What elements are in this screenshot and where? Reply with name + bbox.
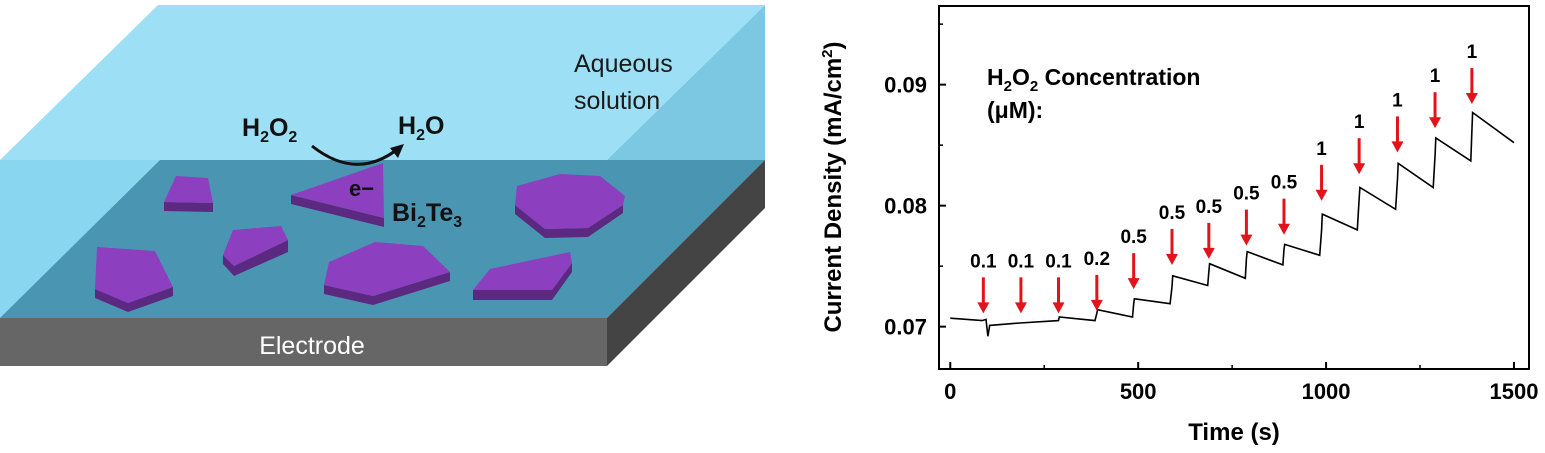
addition-arrows: 0.1 0.1 0.1 0.2 0.5 0.5 0.5 0.5 0.5 1 1 1 1 1 (970, 42, 1478, 314)
addition-arrowhead (1277, 223, 1290, 235)
addition-label: 0.1 (1008, 251, 1035, 272)
x-axis-ticks: 0 500 1000 1500 (944, 362, 1538, 404)
legend-title-line2: (μM): (987, 97, 1043, 123)
addition-marker: 0.1 (1008, 251, 1035, 314)
addition-marker: 0.5 (1271, 173, 1298, 235)
y-axis-ticks: 0.07 0.08 0.09 (884, 23, 946, 340)
addition-marker: 1 (1315, 139, 1328, 201)
flake (324, 242, 450, 305)
x-tick-label: 500 (1120, 379, 1157, 404)
y-axis-label: Current Density (mA/cm2) (819, 41, 847, 332)
material-label: Bi2Te3 (392, 199, 462, 231)
addition-label: 0.5 (1196, 197, 1223, 218)
addition-marker: 1 (1465, 42, 1478, 105)
flake (473, 252, 572, 300)
addition-label: 1 (1430, 66, 1441, 87)
x-tick-label: 1500 (1489, 379, 1538, 404)
aqueous-label-line1: Aqueous (574, 50, 673, 78)
addition-marker: 0.2 (1084, 249, 1110, 311)
solution-top-face (0, 5, 765, 160)
addition-arrowhead (1353, 163, 1366, 175)
addition-marker: 1 (1391, 90, 1404, 153)
electron-label: e− (349, 176, 374, 201)
addition-label: 1 (1467, 42, 1478, 63)
x-tick-label: 0 (944, 379, 956, 404)
addition-arrowhead (1240, 234, 1253, 246)
legend-title-line1: H2O2 Concentration (987, 64, 1200, 95)
addition-arrowhead (1315, 189, 1328, 201)
addition-marker: 0.5 (1159, 203, 1186, 265)
addition-marker: 0.5 (1120, 227, 1147, 290)
addition-label: 0.5 (1233, 184, 1260, 205)
y-tick-label: 0.08 (884, 194, 927, 219)
addition-arrowhead (1165, 253, 1178, 265)
bi2te3-flakes (95, 163, 625, 312)
x-axis-label: Time (s) (1188, 419, 1280, 446)
flake (515, 174, 625, 238)
addition-marker: 0.5 (1233, 184, 1260, 246)
reaction-arrow (311, 144, 396, 166)
addition-arrowhead (1465, 93, 1478, 105)
flake (291, 163, 384, 227)
addition-arrowhead (1127, 278, 1140, 290)
addition-arrowhead (1090, 299, 1103, 311)
addition-arrowhead (1391, 141, 1404, 153)
addition-marker: 0.1 (1045, 251, 1072, 314)
plot-frame (938, 5, 1530, 370)
y-tick-label: 0.09 (884, 73, 927, 98)
flake (164, 176, 213, 212)
flake (223, 226, 288, 276)
addition-label: 0.1 (1045, 251, 1072, 272)
addition-marker: 0.1 (970, 251, 997, 314)
electrode-schematic: Aqueous solution Electrode H2O2 H2O e− B… (0, 5, 765, 366)
addition-label: 1 (1316, 139, 1327, 160)
addition-arrowhead (1429, 117, 1442, 129)
addition-arrowhead (1014, 302, 1027, 314)
addition-arrowhead (1052, 302, 1065, 314)
addition-arrowhead (977, 302, 990, 314)
y-tick-label: 0.07 (884, 315, 927, 340)
reaction-arrowhead (390, 144, 404, 158)
addition-label: 1 (1354, 112, 1365, 133)
addition-label: 0.1 (970, 251, 997, 272)
addition-label: 0.5 (1271, 173, 1298, 194)
x-tick-label: 1000 (1302, 379, 1351, 404)
current-trace (950, 110, 1515, 337)
electrode-side-face (607, 160, 765, 366)
addition-label: 1 (1392, 90, 1403, 111)
electrode-front-face (0, 318, 607, 366)
addition-marker: 1 (1429, 66, 1442, 129)
addition-label: 0.5 (1120, 227, 1147, 248)
addition-arrowhead (1202, 247, 1215, 259)
addition-marker: 0.5 (1196, 197, 1223, 259)
reactant-label: H2O2 (242, 114, 297, 146)
electrode-label: Electrode (259, 332, 365, 360)
addition-label: 0.2 (1084, 249, 1110, 270)
flake (95, 247, 173, 312)
addition-marker: 1 (1353, 112, 1366, 175)
aqueous-label-line2: solution (574, 87, 660, 115)
addition-label: 0.5 (1159, 203, 1186, 224)
